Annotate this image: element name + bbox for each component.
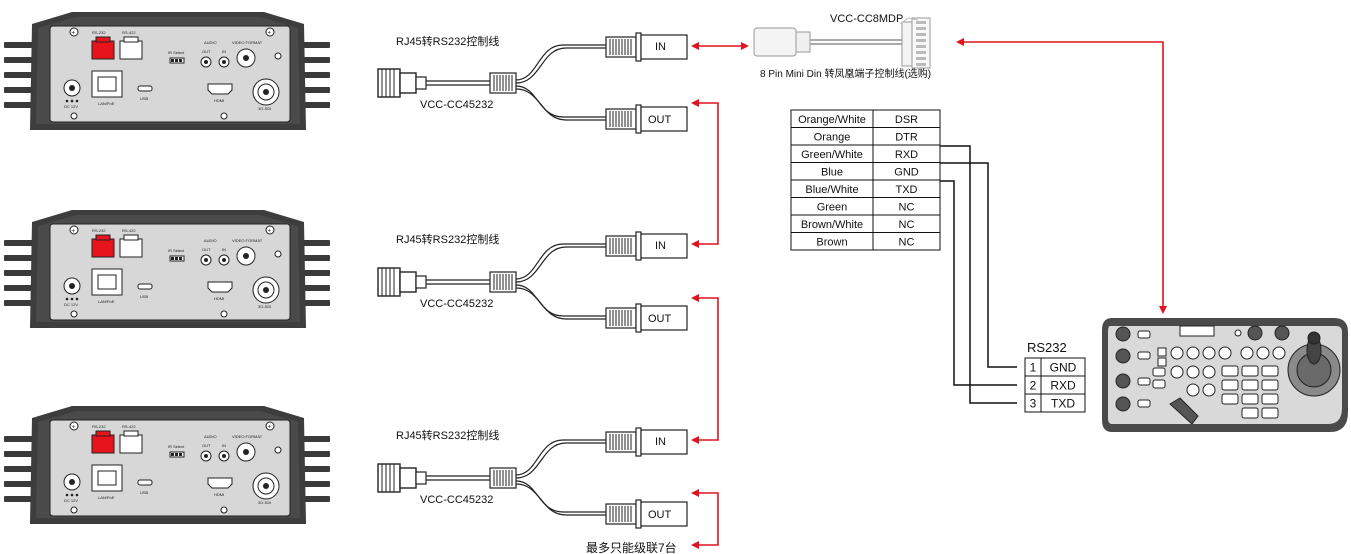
rs232-pin-number: 2 — [1030, 379, 1037, 393]
rj45-rs232-cable-2 — [377, 231, 688, 333]
camera-1-labels: RS-232 RS-422 IR Select AUDIO OUT IN VID… — [64, 30, 271, 111]
rs232-port-label: RS-232 — [92, 228, 106, 233]
rs232-pin-number: 3 — [1030, 397, 1037, 411]
cable-3-top-label: RJ45转RS232控制线 — [396, 428, 499, 442]
pinout-color-cell: Brown/White — [801, 219, 863, 231]
usb-label: USB — [140, 490, 149, 495]
minidin-cable — [753, 17, 931, 69]
sdi-label: 3G-SDI — [258, 106, 271, 111]
cable-1-model-label: VCC-CC45232 — [420, 99, 493, 111]
audio-out-label: OUT — [202, 443, 211, 448]
minidin-caption: 8 Pin Mini Din 转凤凰端子控制线(选购) — [760, 67, 931, 80]
ir-select-label: IR Select — [168, 444, 185, 449]
pinout-color-cell: Orange/White — [798, 114, 866, 126]
audio-in-label: IN — [222, 443, 226, 448]
usb-label: USB — [140, 294, 149, 299]
pinout-signal-cell: NC — [899, 237, 915, 249]
rs232-port-label: RS-232 — [92, 424, 106, 429]
cable-2-out-label: OUT — [648, 313, 672, 325]
rs422-port-label: RS-422 — [122, 424, 136, 429]
cable-2-top-label: RJ45转RS232控制线 — [396, 232, 499, 246]
dc-label: DC 12V — [64, 104, 78, 109]
arrow-out1-to-in2 — [691, 99, 719, 248]
audio-in-label: IN — [222, 247, 226, 252]
signal-arrows — [691, 38, 1167, 549]
pinout-color-cell: Green — [817, 202, 848, 214]
rs422-port-label: RS-422 — [122, 228, 136, 233]
cable-1-top-label: RJ45转RS232控制线 — [396, 34, 499, 48]
ir-select-label: IR Select — [168, 50, 185, 55]
audio-label: AUDIO — [204, 40, 217, 45]
pinout-signal-cell: DTR — [895, 132, 918, 144]
hdmi-label: HDMI — [214, 98, 224, 103]
cable-3-model-label: VCC-CC45232 — [420, 494, 493, 506]
pinout-color-cell: Blue/White — [805, 184, 858, 196]
audio-label: AUDIO — [204, 434, 217, 439]
cable-2-in-label: IN — [655, 240, 666, 252]
camera-2-labels: RS-232 RS-422 IR Select AUDIO OUT IN VID… — [64, 228, 271, 309]
rj45-rs232-cable-3 — [377, 427, 688, 529]
pinout-signal-cell: NC — [899, 202, 915, 214]
minidin-model: VCC-CC8MDP — [830, 13, 903, 25]
rs232-port-label: RS-232 — [92, 30, 106, 35]
cable-2-model-label: VCC-CC45232 — [420, 298, 493, 310]
audio-out-label: OUT — [202, 247, 211, 252]
audio-in-label: IN — [222, 49, 226, 54]
arrow-minidin-to-keyboard — [956, 38, 1167, 314]
camera-3 — [3, 405, 331, 525]
rs232-pin-number: 1 — [1030, 361, 1037, 375]
cable-1-in-label: IN — [655, 41, 666, 53]
pinout-color-cell: Orange — [814, 132, 851, 144]
audio-label: AUDIO — [204, 238, 217, 243]
pinout-signal-cell: TXD — [896, 184, 918, 196]
camera-3-labels: RS-232 RS-422 IR Select AUDIO OUT IN VID… — [64, 424, 271, 505]
pinout-signal-cell-border — [872, 232, 941, 251]
lan-label: LAN/PoE — [98, 101, 115, 106]
arrow-out3-to-next — [691, 489, 719, 549]
rs422-port-label: RS-422 — [122, 30, 136, 35]
cable-1-out-label: OUT — [648, 114, 672, 126]
rs232-pin-signal: RXD — [1050, 379, 1076, 393]
pinout-color-cell: Blue — [821, 167, 843, 179]
usb-label: USB — [140, 96, 149, 101]
lan-label: LAN/PoE — [98, 299, 115, 304]
pinout-color-cell: Brown — [816, 237, 847, 249]
rs232-pin-signal-border — [1040, 393, 1086, 413]
ir-select-label: IR Select — [168, 248, 185, 253]
rj45-rs232-cable-1 — [377, 32, 688, 134]
pinout-signal-cell: GND — [894, 167, 919, 179]
arrow-out2-to-in3 — [691, 294, 719, 444]
video-format-label: VIDEO FORMAT — [232, 40, 263, 45]
lan-label: LAN/PoE — [98, 495, 115, 500]
rs232-pin-signal: TXD — [1051, 397, 1075, 411]
wire-rxd-to-txd — [940, 145, 1017, 404]
pinout-color-cell: Green/White — [801, 149, 863, 161]
rs232-block: 1 GND 2 RXD 3 TXD — [1024, 357, 1086, 413]
camera-2 — [3, 209, 331, 329]
rs232-wiring — [940, 145, 1017, 404]
dc-label: DC 12V — [64, 302, 78, 307]
rs232-title: RS232 — [1027, 340, 1067, 355]
rs232-pin-signal: GND — [1050, 361, 1077, 375]
sdi-label: 3G-SDI — [258, 304, 271, 309]
cascade-note: 最多只能级联7台 — [586, 540, 677, 554]
ptz-keyboard — [1102, 318, 1348, 432]
dc-label: DC 12V — [64, 498, 78, 503]
cable-3-out-label: OUT — [648, 509, 672, 521]
cable-3-in-label: IN — [655, 436, 666, 448]
pinout-signal-cell: NC — [899, 219, 915, 231]
hdmi-label: HDMI — [214, 296, 224, 301]
video-format-label: VIDEO FORMAT — [232, 238, 263, 243]
pinout-table: Orange/White DSR Orange DTR Green/White RXD Bl… — [790, 109, 941, 251]
video-format-label: VIDEO FORMAT — [232, 434, 263, 439]
pinout-signal-cell: DSR — [895, 114, 918, 126]
wire-txd-to-rxd — [940, 180, 1017, 386]
hdmi-label: HDMI — [214, 492, 224, 497]
camera-1 — [3, 11, 331, 131]
pinout-signal-cell: RXD — [895, 149, 918, 161]
audio-out-label: OUT — [202, 49, 211, 54]
wire-gnd-to-gnd — [940, 162, 1017, 368]
sdi-label: 3G-SDI — [258, 500, 271, 505]
